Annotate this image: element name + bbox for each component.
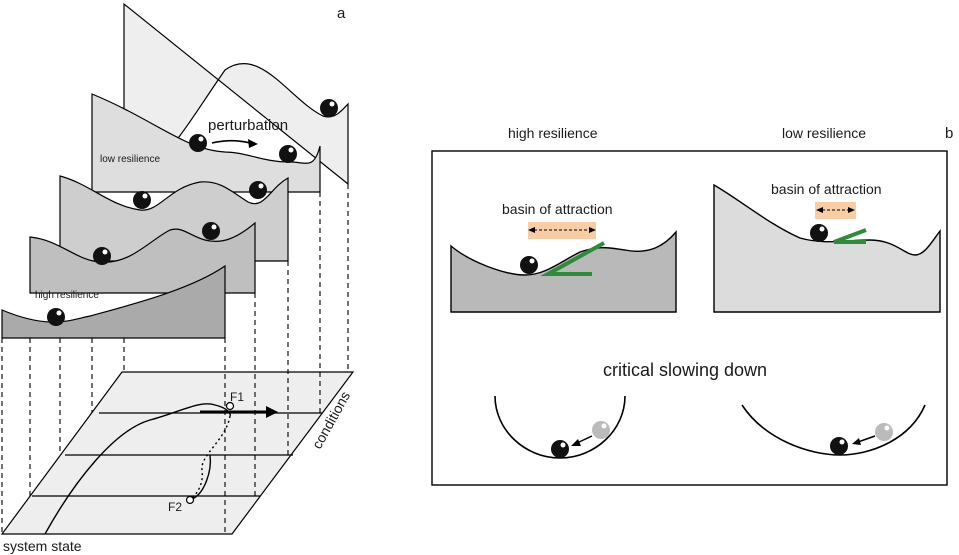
high-resilience-label-b: high resilience: [508, 125, 598, 141]
panel-b: high resilience low resilience b basin o…: [431, 125, 953, 486]
fold-curve: [44, 403, 231, 535]
panel-b-letter: b: [945, 125, 953, 142]
f2-label: F2: [168, 500, 182, 514]
slope-indicator-right: [833, 228, 867, 244]
basin-arrowhead-right-l: [816, 207, 823, 213]
grey-ball: [875, 423, 893, 441]
landscape-layer-4: [29, 221, 256, 294]
low-resilience-label-a: low resilience: [100, 154, 160, 165]
ball: [189, 134, 207, 152]
landscape-layer-2: [91, 93, 321, 193]
basin-arrowhead-left-l: [528, 227, 535, 233]
basin-box-right: [815, 202, 856, 219]
panel-a: a perturbation low resilience high resil…: [0, 2, 355, 554]
perturbation-arrow: [211, 139, 251, 144]
high-resilience-label-a: high resilience: [35, 290, 99, 301]
landscape-balls: [47, 99, 338, 326]
ball: [93, 247, 111, 265]
ball: [279, 145, 297, 163]
ball: [133, 191, 151, 209]
panel-a-letter: a: [337, 5, 346, 22]
slope-indicator-left: [540, 241, 605, 276]
f1-point: [225, 401, 235, 411]
bowl-right: [741, 404, 926, 456]
ball: [520, 256, 538, 274]
basin-label-left: basin of attraction: [502, 201, 613, 217]
ball: [202, 222, 220, 240]
ball: [47, 308, 65, 326]
system-state-label: system state: [3, 538, 82, 554]
f2-point: [185, 495, 195, 505]
ball: [830, 437, 848, 455]
return-arrow-left: [576, 435, 593, 444]
panel-b-frame: [431, 150, 948, 486]
basin-arrowhead-left-r: [589, 227, 596, 233]
return-arrow-right: [857, 435, 876, 443]
ball: [551, 440, 569, 458]
perturbation-label: perturbation: [208, 117, 288, 134]
low-resilience-label-b: low resilience: [782, 125, 866, 141]
ball: [320, 99, 338, 117]
grey-ball: [592, 421, 610, 439]
return-arrowhead-right: [852, 438, 861, 445]
critical-slowing-label: critical slowing down: [603, 360, 767, 380]
projection-lines: [1, 184, 349, 534]
fold-unstable-branch: [189, 415, 231, 501]
landscape-layer-5: [1, 264, 226, 339]
return-arrowhead-left: [571, 439, 581, 446]
ball: [810, 224, 828, 242]
low-resilience-landscape: [713, 183, 941, 313]
transition-arrowhead: [266, 406, 278, 418]
f1-label: F1: [230, 390, 244, 404]
basin-label-right: basin of attraction: [771, 181, 882, 197]
ball: [249, 181, 267, 199]
perturbation-arrowhead: [248, 139, 258, 148]
basin-arrowhead-right-r: [848, 207, 855, 213]
